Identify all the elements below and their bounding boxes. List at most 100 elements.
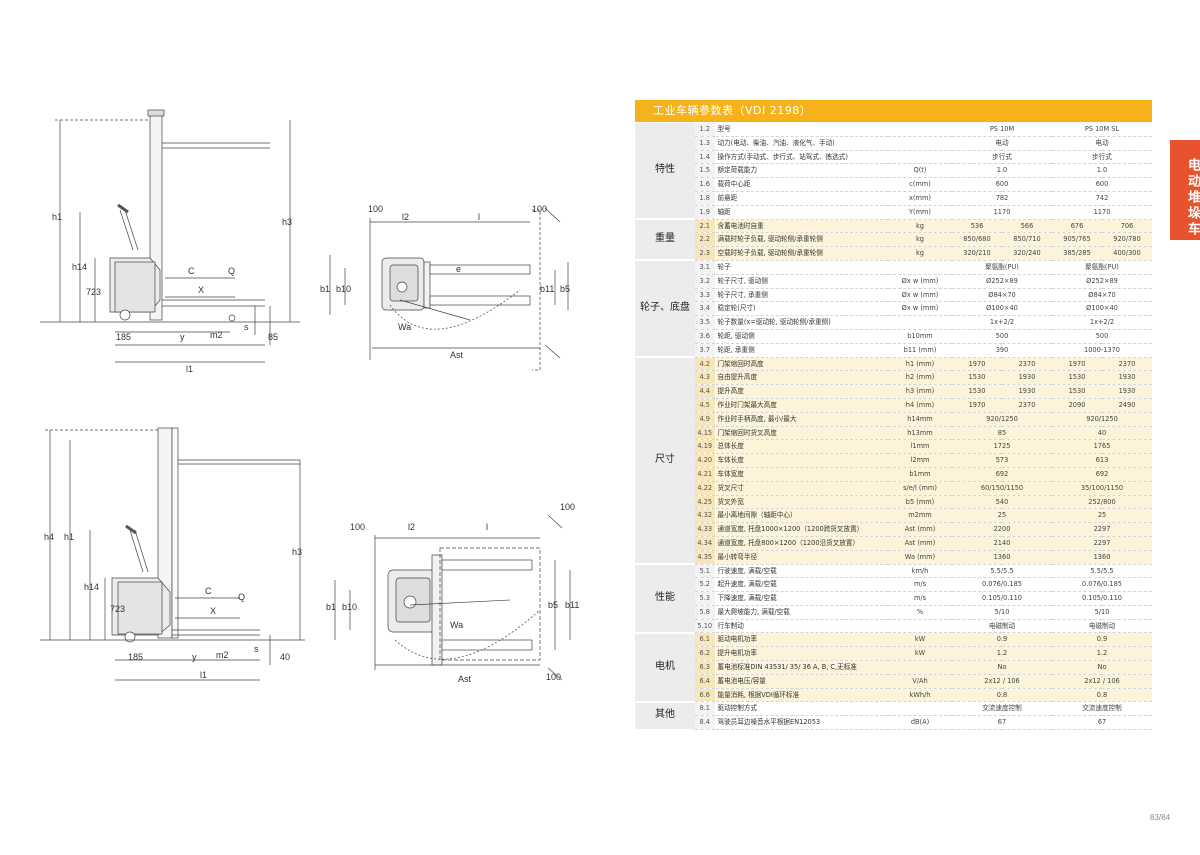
label-l2: l2 [408, 522, 415, 532]
row-unit [888, 150, 952, 165]
plan-view-top [329, 207, 569, 371]
label-c: C [205, 586, 212, 596]
value-cell: 5/10 [1052, 605, 1153, 620]
row-name: 蓄电池电压/容量 [715, 674, 888, 689]
label-e: e [456, 264, 461, 274]
row-unit: c(mm) [888, 177, 952, 192]
label-b11: b11 [540, 284, 554, 294]
row-name: 额定荷载能力 [715, 163, 888, 179]
value-cell: 600 [952, 177, 1052, 192]
value-cell: PS 10M SL [1052, 123, 1153, 137]
label-ast: Ast [458, 674, 472, 684]
row-name: 货叉外宽 [715, 495, 888, 510]
row-number: 4.5 [695, 398, 716, 413]
value-cell: 1970 [952, 398, 1002, 413]
row-name: 蓄电池标准DIN 43531/ 35/ 36 A, B, C,无标准 [715, 660, 888, 675]
value-cell: 1530 [1052, 384, 1102, 399]
value-cell: 850/680 [952, 232, 1002, 248]
row-unit: m/s [888, 591, 952, 606]
value-cell: 1x+2/2 [1052, 315, 1153, 330]
value-cell: 1.0 [1052, 163, 1153, 179]
value-cell: 5.5/5.5 [952, 564, 1052, 579]
value-cell: 920/1250 [1052, 412, 1153, 427]
value-cell: 67 [952, 715, 1052, 731]
row-unit: Ast (mm) [888, 536, 952, 551]
value-cell: 0.105/0.110 [1052, 591, 1153, 606]
row-unit: kg [888, 246, 952, 261]
category-cell: 特性 [635, 123, 695, 221]
row-number: 6.6 [695, 688, 716, 703]
row-unit [888, 136, 952, 151]
value-cell: 1930 [1102, 370, 1153, 386]
label-x: X [198, 285, 204, 295]
value-cell: 电磁制动 [952, 619, 1052, 634]
row-unit: b1mm [888, 467, 952, 482]
row-unit: Øx w (mm) [888, 301, 952, 317]
row-name: 车体长度 [715, 453, 888, 468]
value-cell: 1725 [952, 439, 1052, 455]
row-unit: km/h [888, 564, 952, 579]
label-h14: h14 [84, 582, 99, 592]
row-number: 4.21 [695, 467, 716, 482]
side-view-bottom [40, 427, 305, 681]
row-number: 4.2 [695, 357, 716, 372]
row-unit: kW [888, 632, 952, 648]
value-cell: 1.0 [952, 163, 1052, 179]
row-number: 4.25 [695, 495, 716, 510]
row-unit: h2 (mm) [888, 370, 952, 386]
label-y: y [192, 652, 197, 662]
row-unit: x(mm) [888, 191, 952, 206]
value-cell: 1765 [1052, 439, 1153, 455]
label-y: y [180, 332, 185, 342]
row-name: 动力(电动、柴油、汽油、液化气、手动) [715, 136, 888, 151]
row-name: 满载时轮子负载, 驱动轮侧/承重轮侧 [715, 232, 888, 248]
label-l1: l1 [200, 670, 207, 680]
row-name: 货叉尺寸 [715, 481, 888, 496]
row-unit: Øx w (mm) [888, 274, 952, 289]
category-cell: 轮子、底盘 [635, 260, 695, 359]
category-cell: 性能 [635, 564, 695, 634]
value-cell: 0.9 [1052, 632, 1153, 648]
row-number: 4.9 [695, 412, 716, 427]
row-number: 6.2 [695, 646, 716, 662]
value-cell: Ø252×89 [952, 274, 1052, 289]
label-x: X [210, 606, 216, 616]
value-cell: 500 [1052, 329, 1153, 344]
value-cell: 1530 [1052, 370, 1102, 386]
value-cell: 1530 [952, 384, 1002, 399]
row-name: 总体长度 [715, 439, 888, 455]
value-cell: 1930 [1102, 384, 1153, 399]
value-cell: 5/10 [952, 605, 1052, 620]
value-cell: 2x12 / 106 [1052, 674, 1153, 689]
category-cell: 重量 [635, 219, 695, 262]
value-cell: 920/1250 [952, 412, 1052, 427]
row-name: 轴距 [715, 205, 888, 220]
value-cell: 聚氨酯(PU) [952, 260, 1052, 275]
value-cell: 1360 [952, 550, 1052, 565]
value-cell: Ø100×40 [952, 301, 1052, 317]
row-unit [888, 701, 952, 717]
row-number: 3.4 [695, 301, 716, 317]
row-name: 最大爬坡能力, 满载/空载 [715, 605, 888, 620]
row-number: 3.7 [695, 343, 716, 358]
value-cell: 320/210 [952, 246, 1002, 261]
